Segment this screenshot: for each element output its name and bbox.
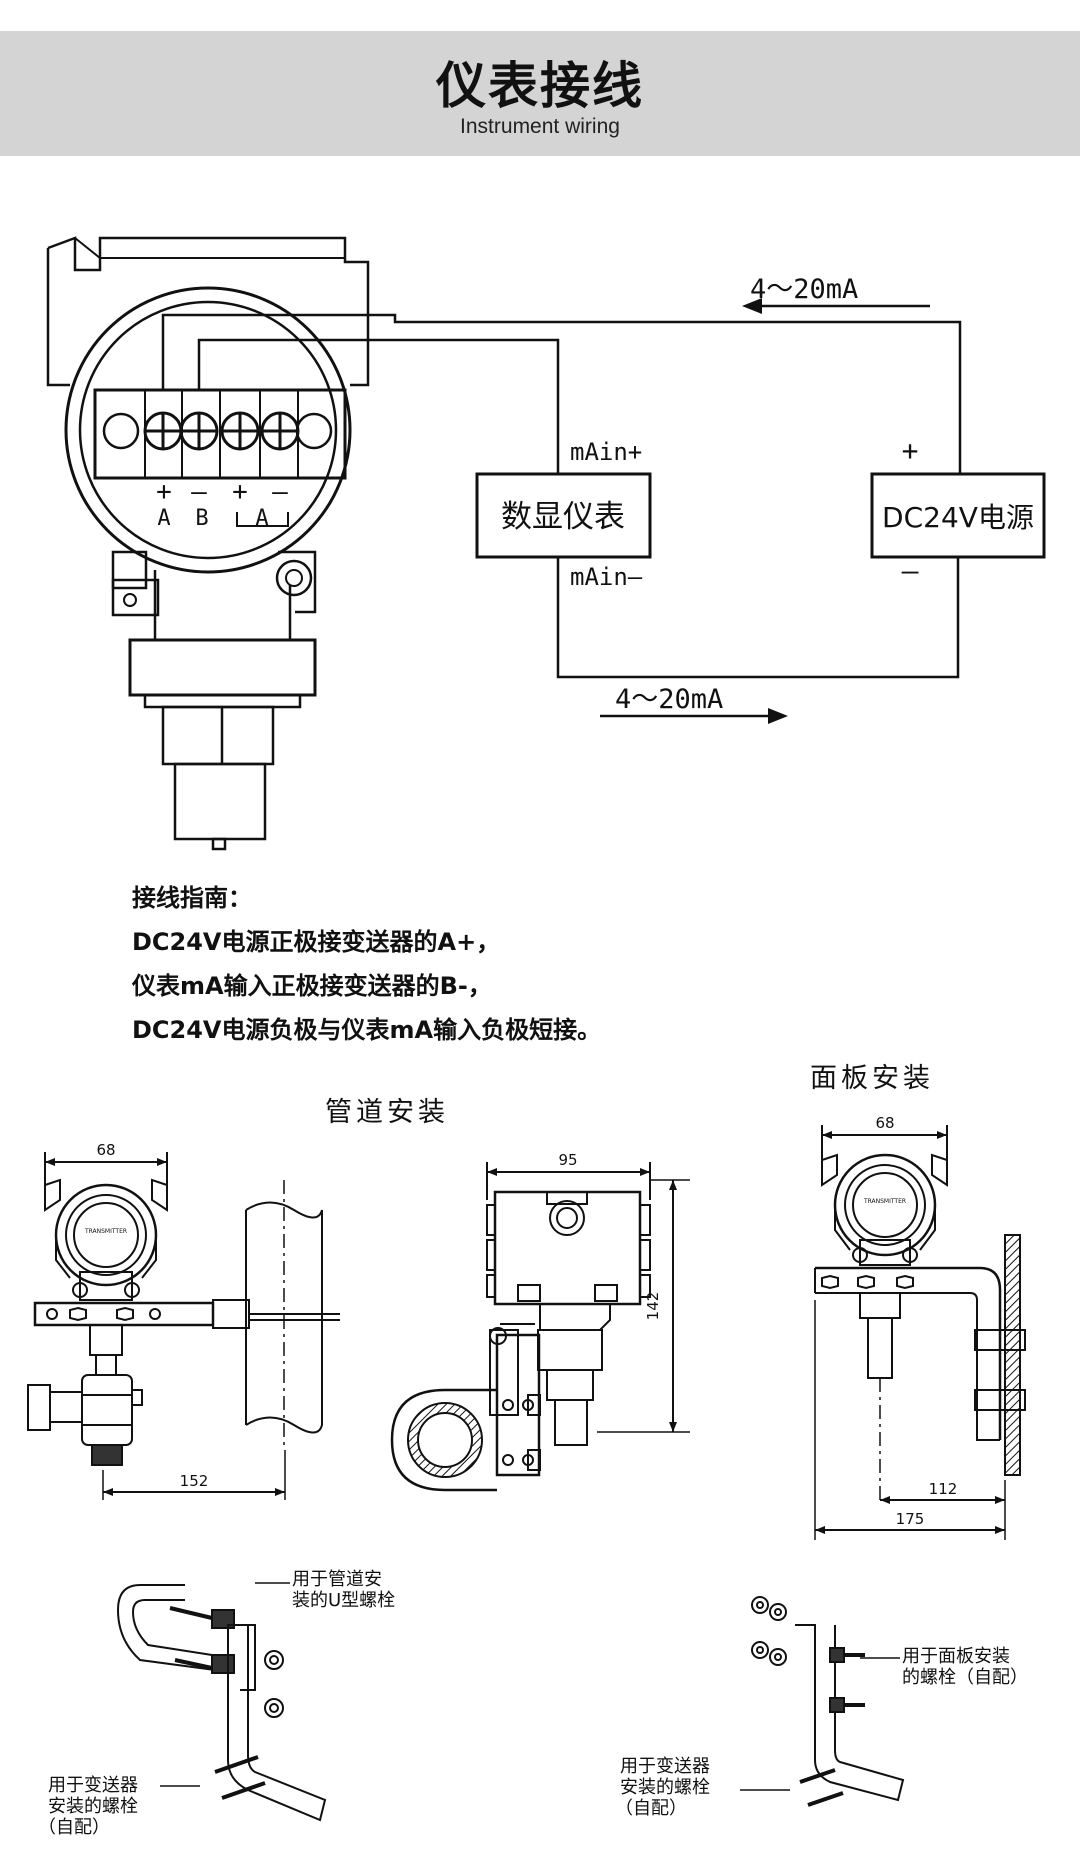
note-panel-screw-1: 用于变送器 [620,1756,710,1777]
power-minus: – [902,554,919,587]
guide-heading: 接线指南： [132,884,252,912]
page-title: 仪表接线 [436,57,644,115]
dim-68-left: 68 [96,1141,115,1159]
note-panel-screw-3: （自配） [615,1798,687,1819]
pipe-mount-front [390,1162,690,1492]
dim-68-right: 68 [875,1114,894,1132]
return-wire [556,557,960,679]
transmitter-wiring [46,236,962,851]
terminal-plus-a: + [156,477,172,507]
guide-line-1: DC24V电源正极接变送器的A+， [132,928,501,956]
terminal-minus-b: – [191,477,207,507]
note-panel-bolt-2: 的螺栓（自配） [902,1667,1028,1688]
terminal-label-a2: A [255,506,268,531]
current-label-bottom: 4～20mA [615,684,723,715]
note-pipe-screw-3: （自配） [38,1817,110,1838]
note-panel-bolt-1: 用于面板安装 [902,1646,1010,1667]
dim-142: 142 [644,1292,662,1321]
panel-install-title: 面板安装 [810,1063,934,1094]
note-pipe-screw-1: 用于变送器 [48,1775,138,1796]
terminal-plus-2: + [232,477,248,507]
dim-112: 112 [929,1480,958,1498]
page-subtitle: Instrument wiring [460,115,620,138]
guide-line-3: DC24V电源负极与仪表mA输入负极短接。 [132,1016,602,1044]
terminal-minus-2: – [272,477,288,507]
pipe-bolt-detail [116,1582,327,1822]
dim-175: 175 [896,1510,925,1528]
note-pipe-ubolt-2: 装的U型螺栓 [292,1590,395,1611]
meter-label: 数显仪表 [501,499,625,535]
power-plus: + [902,434,919,467]
terminal-label-b: B [195,506,208,531]
header-banner [0,31,1080,156]
current-label-top: 4～20mA [750,274,858,305]
nameplate-right: TRANSMITTER [863,1198,906,1205]
note-pipe-screw-2: 安装的螺栓 [48,1796,138,1817]
dim-152: 152 [180,1472,209,1490]
meter-input-plus: mAin+ [570,438,642,466]
note-panel-screw-2: 安装的螺栓 [620,1777,710,1798]
meter-input-minus: mAin– [570,563,643,591]
terminal-label-a: A [157,506,170,531]
display-meter [475,472,652,559]
pipe-install-title: 管道安装 [325,1097,449,1128]
panel-bolt-detail [740,1596,905,1807]
pipe-mount-side [27,1152,340,1500]
wiring-guide: 接线指南： DC24V电源正极接变送器的A+， 仪表mA输入正极接变送器的B-，… [132,876,601,1052]
dim-95: 95 [558,1151,577,1169]
power-label: DC24V电源 [882,501,1034,534]
nameplate-left: TRANSMITTER [84,1228,127,1235]
panel-mount [814,1125,1026,1540]
note-pipe-ubolt-1: 用于管道安 [292,1569,382,1590]
guide-line-2: 仪表mA输入正极接变送器的B-， [132,972,492,1000]
